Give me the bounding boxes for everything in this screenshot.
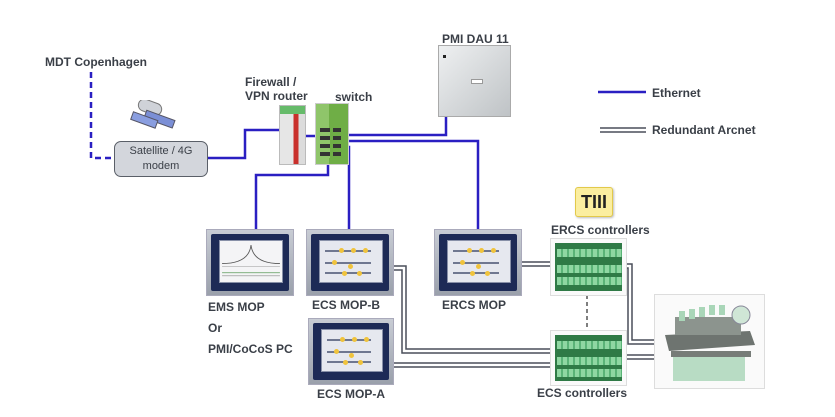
ems-mop-label-line3: PMI/CoCoS PC — [208, 342, 293, 356]
ecs-mop-b-panel — [306, 229, 394, 296]
ems-mop-panel — [206, 229, 294, 296]
ems-mop-label: EMS MOP Or PMI/CoCoS PC — [208, 300, 293, 356]
legend-ethernet-label: Ethernet — [652, 86, 701, 100]
ems-trend-chart — [222, 245, 280, 277]
ecs-controllers-label: ECS controllers — [537, 386, 628, 400]
firewall-label-line2: VPN router — [245, 89, 308, 103]
arcnet-ercs-ctrl-engine-a — [625, 263, 655, 341]
arcnet-ercs-ctrl-engine-b — [625, 267, 655, 345]
ercs-mop-panel — [434, 229, 522, 296]
engine-image — [654, 294, 765, 389]
satellite-4g-modem: Satellite / 4G modem — [114, 141, 208, 177]
satellite-icon — [130, 100, 176, 129]
ecs-controller-board — [550, 330, 627, 386]
ethernet-switch-pmi-dau — [327, 114, 448, 137]
ethernet-modem-firewall — [206, 128, 283, 160]
firewall-label-line1: Firewall / — [245, 75, 297, 89]
firewall-vpn-router — [279, 105, 306, 165]
tier-iii-badge: TIII — [575, 187, 613, 217]
switch-label: switch — [335, 90, 373, 104]
ercs-controllers-label: ERCS controllers — [551, 223, 650, 237]
pmi-dau-cabinet — [438, 45, 511, 117]
remote-link-line — [89, 72, 114, 160]
ercs-controller-board — [550, 238, 627, 296]
ercs-mop-label: ERCS MOP — [442, 298, 507, 312]
mdt-copenhagen-label: MDT Copenhagen — [45, 55, 147, 69]
ethernet-switch-ercs-mop — [329, 139, 480, 233]
ecs-mop-a-panel — [308, 318, 394, 385]
firewall-label: Firewall / VPN router — [245, 75, 308, 103]
pmi-dau-label: PMI DAU 11 — [442, 32, 509, 46]
ecs-mop-b-label: ECS MOP-B — [312, 298, 381, 312]
ems-mop-label-line1: EMS MOP — [208, 300, 265, 314]
arcnet-ecs-mop-b-ecs-controllers-b — [393, 269, 552, 354]
modem-label-line2: modem — [142, 160, 180, 172]
ecs-mop-a-label: ECS MOP-A — [317, 387, 386, 401]
legend-arcnet-label: Redundant Arcnet — [652, 123, 756, 137]
modem-label-line1: Satellite / 4G — [129, 145, 193, 157]
arcnet-ecs-mop-b-ecs-controllers-a — [393, 265, 552, 350]
network-switch — [315, 103, 349, 165]
ems-mop-label-line2: Or — [208, 321, 223, 335]
engine-icon — [665, 305, 755, 381]
